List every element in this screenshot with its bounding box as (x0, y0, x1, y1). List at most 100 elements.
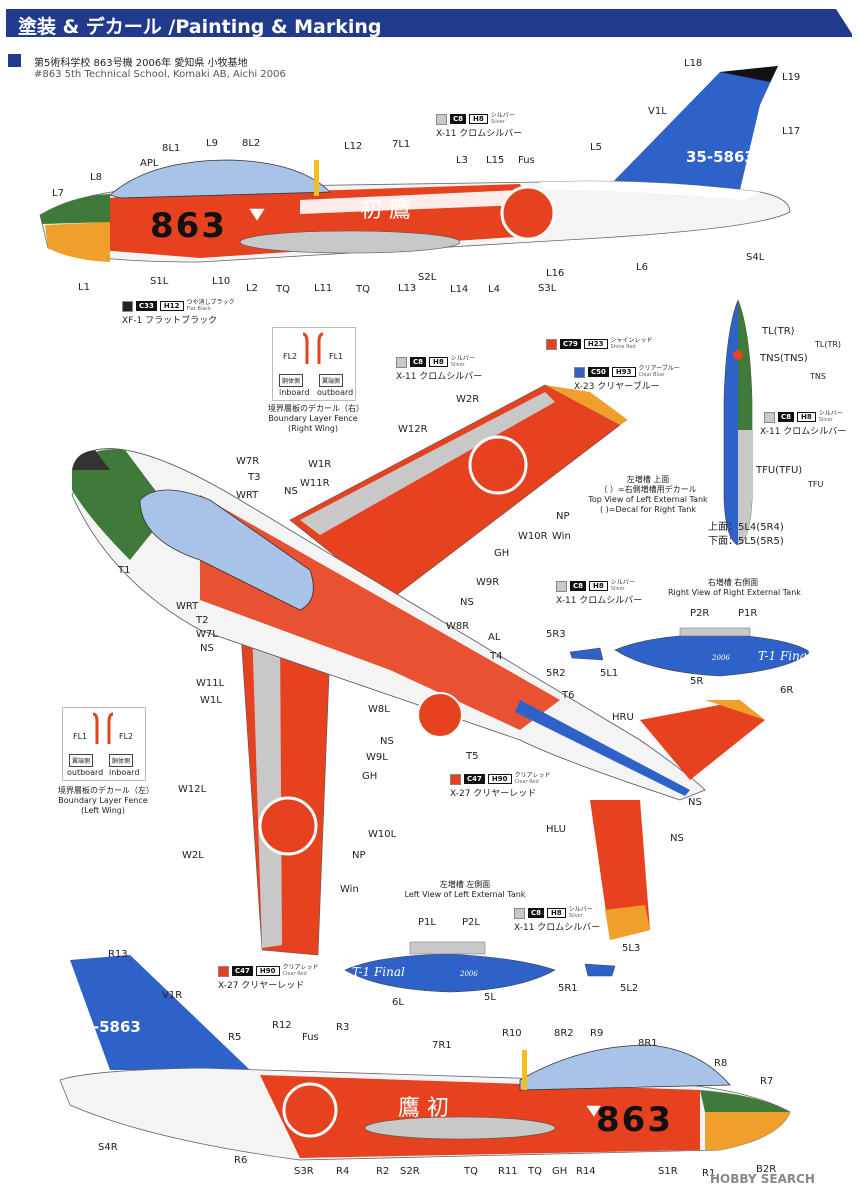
callout-wing-left-10: W12L (178, 784, 207, 795)
label-tns: TNS(TNS) (760, 353, 808, 364)
callout-wing-left-13: W2L (182, 850, 204, 861)
callout-tank-l-5: 6L (392, 997, 404, 1008)
callout-wing-left-7: NS (380, 736, 394, 747)
callout-wing-left-20: HLU (546, 824, 566, 835)
callout-tank-l-2: 5L3 (622, 943, 641, 954)
header-corner (836, 9, 854, 37)
svg-text:2006: 2006 (711, 654, 730, 662)
tank-top-upper: 上面：5L4(5R4) (708, 522, 784, 533)
callout-top-3: L17 (782, 126, 801, 137)
callout-wing-left-9: GH (362, 771, 378, 782)
header-bar (6, 9, 852, 37)
watermark: HOBBY SEARCH (710, 1172, 815, 1186)
callout-wing-left-21: NS (670, 833, 684, 844)
callout-bottom-26: B2R (756, 1164, 777, 1175)
callout-wing-right-0: W2R (456, 394, 480, 405)
callout-wing-right-16: T1 (118, 565, 131, 576)
callout-tank-r-4: 5L1 (600, 668, 619, 679)
callout-top-0: L18 (684, 58, 703, 69)
callout-top-4: L5 (590, 142, 602, 153)
callout-wing-left-19: NS (688, 797, 702, 808)
callout-bottom-7: 7R1 (432, 1040, 452, 1051)
callout-bottom-19: TQ (464, 1166, 478, 1177)
callout-top-30: S4L (746, 252, 765, 263)
label-tfu-sm: TFU (808, 480, 824, 489)
callout-wing-right-3: W1R (308, 459, 332, 470)
callout-top-24: S2L (418, 272, 437, 283)
tail-code-top: 35-5863 (686, 148, 755, 166)
callout-tank-r-0: P2R (690, 608, 710, 619)
callout-bottom-17: R2 (376, 1166, 390, 1177)
callout-top-20: TQ (276, 284, 290, 295)
callout-bottom-14: R6 (234, 1155, 248, 1166)
callout-wing-left-17: T5 (466, 751, 479, 762)
callout-top-9: L9 (206, 138, 218, 149)
svg-text:2006: 2006 (459, 970, 478, 978)
fence-box-left: FL1 FL2 翼端側 胴体側 outboard inboard (62, 707, 146, 781)
tail-fin-left (610, 66, 778, 190)
subtitle-jp: 第5術科学校 863号機 2006年 愛知県 小牧基地 (34, 58, 248, 69)
callout-wing-left-2: W7L (196, 629, 218, 640)
label-tl-sm: TL(TR) (815, 340, 842, 349)
tail-fin-right (70, 955, 250, 1070)
callout-top-8: 8L1 (162, 143, 181, 154)
callout-bottom-8: 8R2 (554, 1028, 574, 1039)
tank-right-view: T-1 Final 2006 (569, 627, 811, 677)
aircraft-number-bottom: 863 (596, 1100, 673, 1140)
callout-top-14: L15 (486, 155, 505, 166)
callout-tank-r-6: 6R (780, 685, 794, 696)
callout-top-27: S3L (538, 283, 557, 294)
callout-bottom-16: R4 (336, 1166, 350, 1177)
callout-bottom-15: S3R (294, 1166, 314, 1177)
tank-left-view: T-1 Final 2006 (344, 941, 616, 993)
callout-wing-right-12: W9R (476, 577, 500, 588)
callout-top-29: L6 (636, 262, 648, 273)
callout-wing-left-6: W8L (368, 704, 390, 715)
label-tns-sm: TNS (810, 372, 826, 381)
callout-bottom-25: R1 (702, 1168, 716, 1179)
callout-wing-right-8: NP (556, 511, 570, 522)
callout-wing-right-6: WRT (236, 490, 259, 501)
callout-top-23: L13 (398, 283, 417, 294)
callout-wing-left-5: W1L (200, 695, 222, 706)
callout-bottom-21: TQ (528, 1166, 542, 1177)
callout-bottom-1: V1R (162, 990, 183, 1001)
fence-caption-right: 境界層板のデカール（右）Boundary Layer Fence(Right W… (268, 404, 364, 433)
callout-top-25: L14 (450, 284, 469, 295)
callout-top-12: 7L1 (392, 139, 411, 150)
callout-top-18: L10 (212, 276, 231, 287)
aircraft-number-top: 863 (150, 206, 227, 246)
callout-wing-left-1: T2 (196, 615, 209, 626)
callout-top-1: L19 (782, 72, 801, 83)
kanji-top: 初 鷹 (360, 198, 411, 223)
callout-bottom-4: Fus (302, 1032, 319, 1043)
callout-wing-right-10: Win (552, 531, 571, 542)
callout-bottom-5: R3 (336, 1022, 350, 1033)
callout-tank-l-6: 5L (484, 992, 496, 1003)
kanji-bottom: 鷹 初 (398, 1096, 449, 1121)
callout-wing-right-2: W7R (236, 456, 260, 467)
callout-bottom-20: R11 (498, 1166, 518, 1177)
callout-top-10: 8L2 (242, 138, 261, 149)
callout-bottom-9: R9 (590, 1028, 604, 1039)
callout-bottom-13: S4R (98, 1142, 118, 1153)
callout-tank-l-1: P2L (462, 917, 480, 928)
callout-bottom-22: GH (552, 1166, 568, 1177)
tail-code-bottom: 35-5863 (72, 1018, 141, 1036)
callout-top-11: L12 (344, 141, 363, 152)
tank-top-view (723, 299, 753, 546)
callout-bottom-3: R12 (272, 1020, 292, 1031)
callout-wing-right-13: NS (460, 597, 474, 608)
callout-tank-r-1: P1R (738, 608, 758, 619)
callout-wing-right-14: W8R (446, 621, 470, 632)
